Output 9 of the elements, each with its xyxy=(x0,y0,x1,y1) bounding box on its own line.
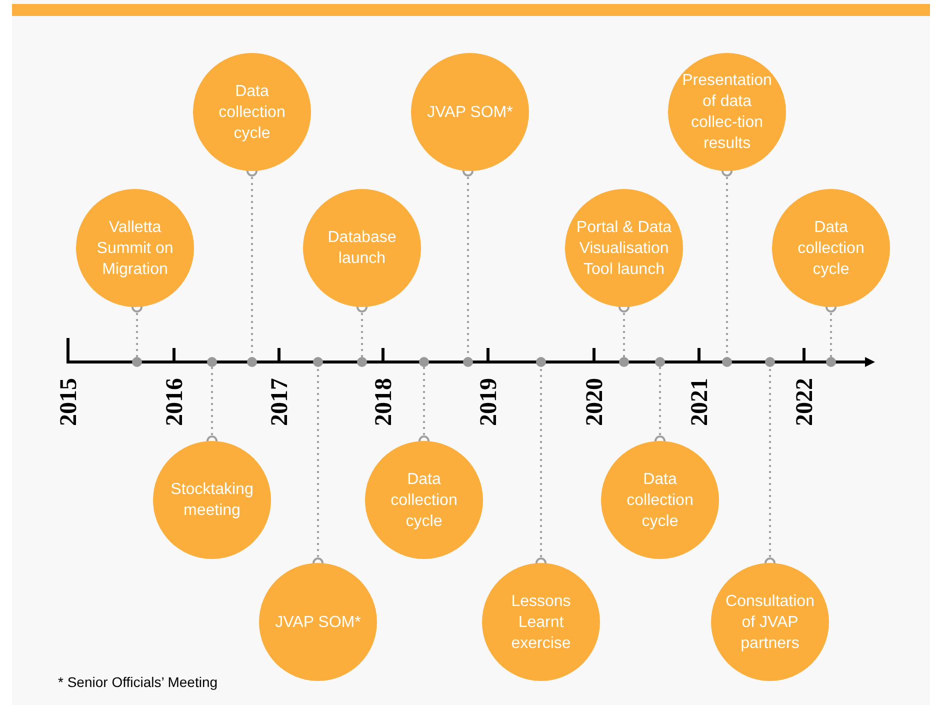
year-label: 2019 xyxy=(477,378,501,426)
year-label: 2015 xyxy=(57,378,81,426)
year-label: 2018 xyxy=(372,378,396,426)
footnote: * Senior Officials’ Meeting xyxy=(58,674,218,690)
year-label: 2017 xyxy=(268,378,292,426)
year-label: 2022 xyxy=(793,378,817,426)
year-label: 2016 xyxy=(163,378,187,426)
year-label: 2020 xyxy=(583,378,607,426)
year-label: 2021 xyxy=(688,378,712,426)
